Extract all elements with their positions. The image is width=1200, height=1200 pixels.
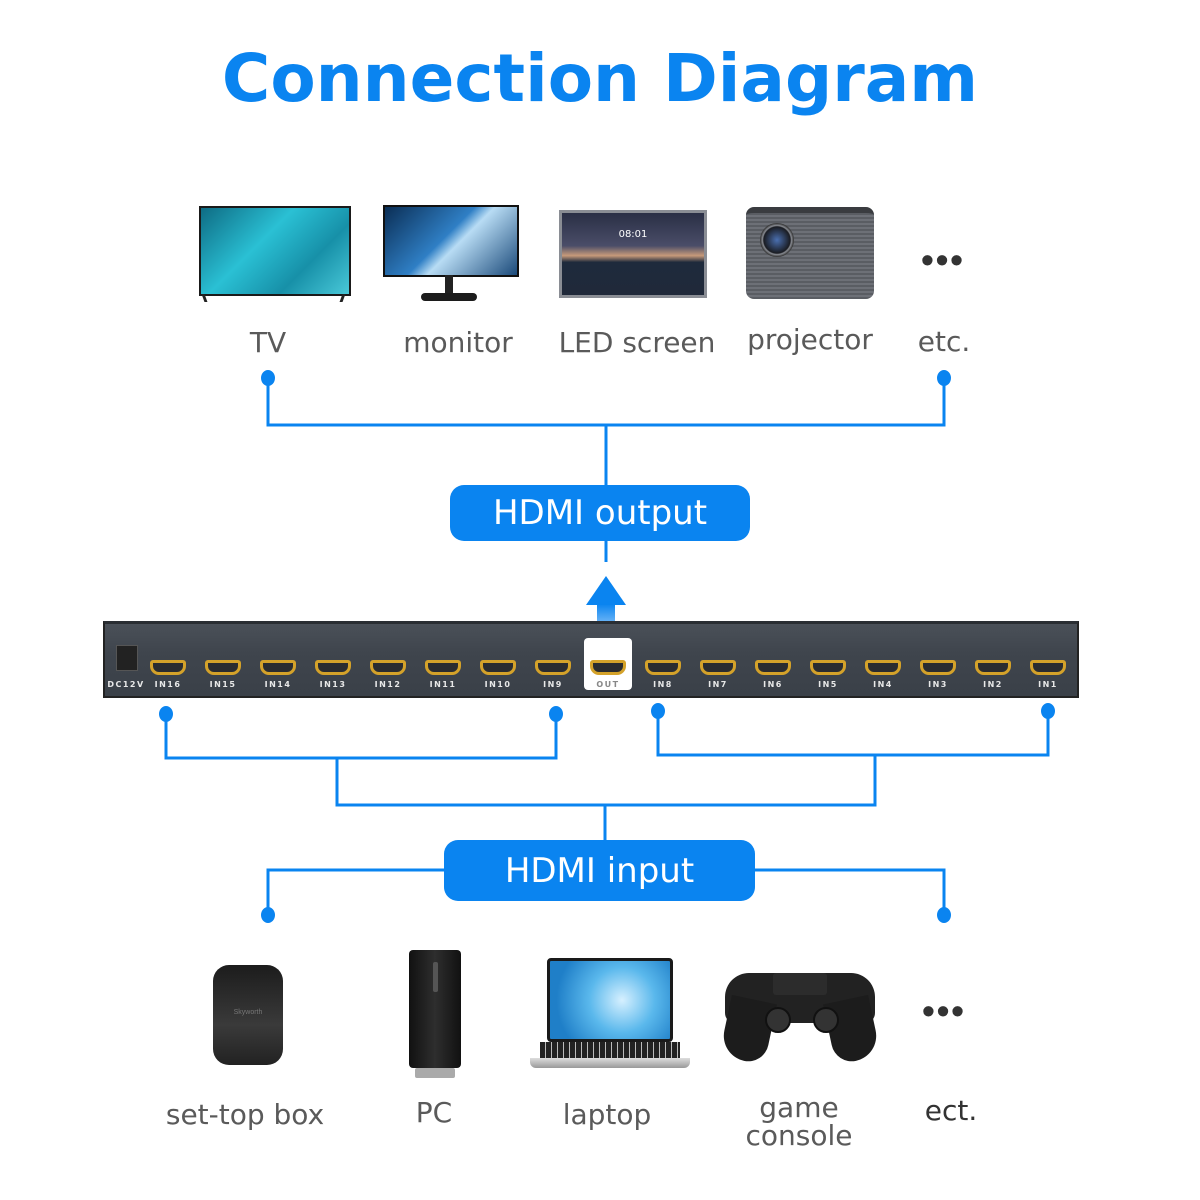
device-label-set-top-box: set-top box xyxy=(165,1098,325,1131)
hdmi-port-in8 xyxy=(645,660,681,675)
device-label-monitor: monitor xyxy=(403,326,513,359)
hdmi-port-in5 xyxy=(810,660,846,675)
port-label-in2: IN2 xyxy=(983,680,1003,689)
port-label-in3: IN3 xyxy=(928,680,948,689)
connector-dot xyxy=(261,370,275,386)
hdmi-port-in7 xyxy=(700,660,736,675)
connector-dot xyxy=(937,907,951,923)
screen-clock: 08:01 xyxy=(618,229,648,240)
device-label-laptop: laptop xyxy=(562,1098,652,1131)
input-join-line xyxy=(335,755,877,807)
set-top-box-icon: Skyworth xyxy=(213,965,283,1065)
hdmi-port-in16 xyxy=(150,660,186,675)
connector-dot xyxy=(549,706,563,722)
connector-dot xyxy=(937,370,951,386)
port-label-in9: IN9 xyxy=(543,680,563,689)
port-label-in15: IN15 xyxy=(209,680,237,689)
power-label: DC12V xyxy=(107,680,145,689)
port-label-in8: IN8 xyxy=(653,680,673,689)
ellipsis-icon: ••• xyxy=(921,239,965,280)
hdmi-port-out xyxy=(590,660,626,675)
port-label-in12: IN12 xyxy=(374,680,402,689)
hdmi-port-in3 xyxy=(920,660,956,675)
port-label-in1: IN1 xyxy=(1038,680,1058,689)
hdmi-port-in9 xyxy=(535,660,571,675)
device-label-game: game xyxy=(759,1091,839,1124)
hdmi-output-label: HDMI output xyxy=(450,485,750,541)
gamepad-icon xyxy=(719,963,881,1066)
port-label-in10: IN10 xyxy=(484,680,512,689)
device-label-console: console xyxy=(745,1119,853,1152)
monitor-icon xyxy=(383,205,519,301)
port-label-in13: IN13 xyxy=(319,680,347,689)
ellipsis-icon: ••• xyxy=(922,990,966,1031)
hdmi-port-in11 xyxy=(425,660,461,675)
device-label-pc: PC xyxy=(415,1096,453,1129)
port-label-in16: IN16 xyxy=(154,680,182,689)
hdmi-port-in10 xyxy=(480,660,516,675)
hdmi-port-in15 xyxy=(205,660,241,675)
input-left-bracket-line xyxy=(164,714,558,760)
input-right-branch-line xyxy=(755,868,946,913)
hdmi-input-label: HDMI input xyxy=(444,840,755,901)
port-label-in7: IN7 xyxy=(708,680,728,689)
device-label-etc-input: ect. xyxy=(924,1094,978,1127)
hdmi-port-in1 xyxy=(1030,660,1066,675)
hdmi-port-in13 xyxy=(315,660,351,675)
device-label-led-screen: LED screen xyxy=(558,326,716,359)
brand-label: Skyworth xyxy=(233,1009,263,1016)
led-screen-icon: 08:01 xyxy=(559,210,707,298)
port-label-in14: IN14 xyxy=(264,680,292,689)
hdmi-port-in12 xyxy=(370,660,406,675)
device-label-projector: projector xyxy=(747,323,873,356)
hdmi-port-in6 xyxy=(755,660,791,675)
input-right-bracket-line xyxy=(656,711,1050,757)
port-label-out: OUT xyxy=(596,680,620,689)
connector-dot xyxy=(651,703,665,719)
connector-dot xyxy=(1041,703,1055,719)
projector-icon xyxy=(746,207,874,303)
page-title: Connection Diagram xyxy=(221,40,979,117)
laptop-icon xyxy=(530,958,690,1070)
connector-dot xyxy=(261,907,275,923)
port-label-in6: IN6 xyxy=(763,680,783,689)
connector-dot xyxy=(159,706,173,722)
device-label-etc: etc. xyxy=(917,325,971,358)
device-label-game-console: game console xyxy=(746,1094,853,1150)
port-label-in4: IN4 xyxy=(873,680,893,689)
pc-tower-icon xyxy=(409,950,461,1078)
port-label-in11: IN11 xyxy=(429,680,457,689)
port-label-in5: IN5 xyxy=(818,680,838,689)
power-jack-icon xyxy=(116,645,138,671)
tv-icon xyxy=(199,206,351,302)
hdmi-port-in2 xyxy=(975,660,1011,675)
hdmi-port-in14 xyxy=(260,660,296,675)
hdmi-port-in4 xyxy=(865,660,901,675)
input-left-branch-line xyxy=(266,868,445,913)
device-label-tv: TV xyxy=(249,326,287,359)
output-bracket-line xyxy=(266,378,946,427)
